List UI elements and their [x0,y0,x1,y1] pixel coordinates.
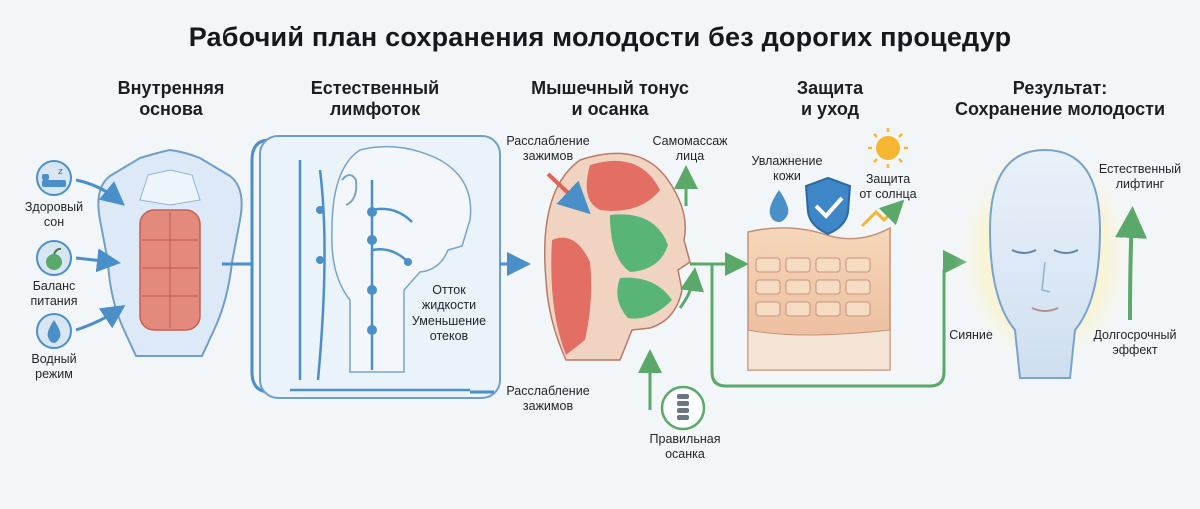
label-line: лица [675,149,705,163]
green-flow [690,250,967,388]
label-line: Водный [31,352,77,366]
label-self-massage: Самомассаж лица [640,134,740,164]
label-line: отеков [429,329,469,343]
lymph-illustration [259,135,501,399]
label-line: лифтинг [1115,177,1165,191]
stage-heading-result: Результат: Сохранение молодости [950,78,1170,120]
stage-heading-protection: Защита и уход [770,78,890,120]
heading-line: Защита [796,78,864,98]
label-line: Расслабление [506,384,590,398]
svg-text:z: z [58,167,63,177]
label-line: жидкости [421,298,477,312]
muscle-face-illustration [543,152,691,361]
skin-section-illustration [747,226,891,371]
label-line: Самомассаж [652,134,728,148]
label-line: Отток [432,283,466,297]
label-line: зажимов [522,399,574,413]
label-line: режим [35,367,73,381]
label-line: питания [30,294,78,308]
heading-line: и осанка [571,99,649,119]
heading-line: Мышечный тонус [531,78,689,98]
label-sleep: Здоровый сон [14,200,94,230]
label-line: Расслабление [506,134,590,148]
label-line: Уменьшение [411,314,487,328]
label-line: Увлажнение [751,154,823,168]
water-drop-icon [36,313,72,349]
label-moisturizing: Увлажнение кожи [742,154,832,184]
label-natural-lifting: Естественный лифтинг [1090,162,1190,192]
label-line: Здоровый [24,200,84,214]
label-line: Правильная [649,432,721,446]
sun-icon [860,128,908,228]
label-nutrition: Баланс питания [14,279,94,309]
label-line: Долгосрочный [1093,328,1177,342]
label-sun-protection: Защита от солнца [846,172,930,202]
bed-icon: z [36,160,72,196]
heading-line: и уход [800,99,860,119]
label-edema: Уменьшение отеков [404,314,494,344]
shield-check-icon [804,176,852,236]
label-release-bottom: Расслабление зажимов [498,384,598,414]
flow-connector [222,138,271,394]
stage-heading-muscle: Мышечный тонус и осанка [520,78,700,120]
label-long-term: Долгосрочный эффект [1080,328,1190,358]
heading-line: лимфоток [329,99,421,119]
label-line: Баланс [32,279,76,293]
stage-heading-lymph: Естественный лимфоток [300,78,450,120]
label-line: зажимов [522,149,574,163]
label-line: Сияние [949,328,993,342]
water-drop-icon [769,190,789,222]
heading-line: Естественный [310,78,440,98]
label-line: сон [43,215,65,229]
label-line: от солнца [859,187,917,201]
label-line: Естественный [1098,162,1182,176]
heading-line: Результат: [1012,78,1108,98]
heading-line: Сохранение молодости [954,99,1166,119]
stage-heading-inner-base: Внутренняя основа [96,78,246,120]
apple-icon [36,240,72,276]
page-title: Рабочий план сохранения молодости без до… [188,22,1012,52]
label-posture: Правильная осанка [640,432,730,462]
heading-line: основа [139,99,203,119]
result-face-illustration [953,137,1137,379]
label-outflow: Отток жидкости [404,283,494,313]
torso-illustration [97,148,243,357]
label-glow: Сияние [946,328,996,343]
label-line: осанка [665,447,705,461]
label-line: Защита [865,172,911,186]
spine-icon [660,385,706,431]
label-water: Водный режим [14,352,94,382]
label-release-top: Расслабление зажимов [498,134,598,164]
label-line: кожи [773,169,801,183]
heading-line: Внутренняя [117,78,225,98]
label-line: эффект [1112,343,1158,357]
